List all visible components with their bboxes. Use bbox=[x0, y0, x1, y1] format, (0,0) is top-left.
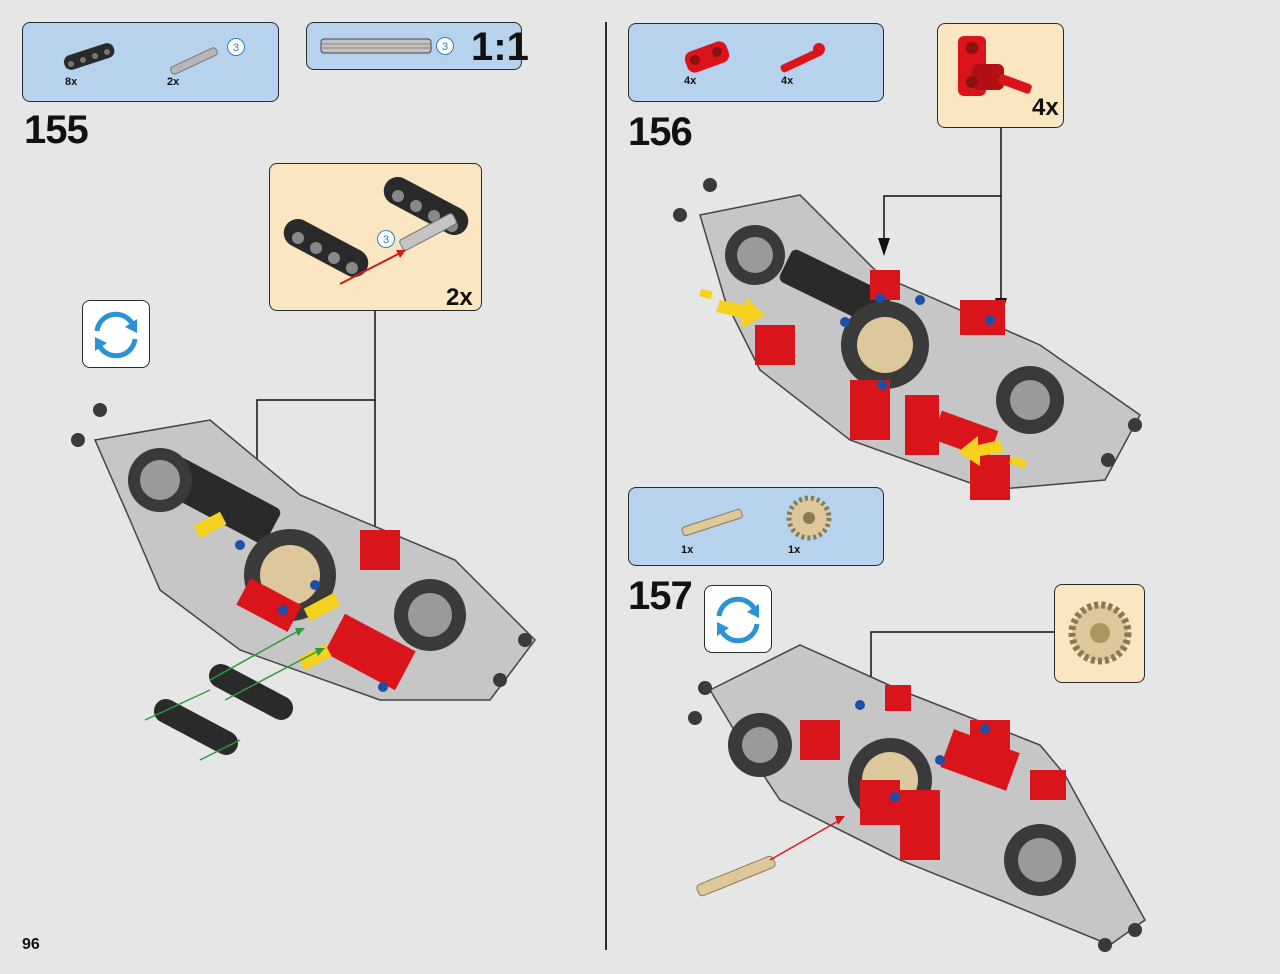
subassembly-156-image bbox=[958, 36, 1032, 96]
tan-axle-part-icon bbox=[681, 508, 743, 537]
parts-list-step-157: 1x 1x bbox=[628, 487, 884, 566]
step-number: 155 bbox=[24, 108, 89, 152]
rotate-icon bbox=[716, 596, 760, 644]
part-qty: 4x bbox=[684, 75, 697, 87]
red-connector-part-icon bbox=[684, 41, 730, 73]
parts-list-156-images bbox=[684, 41, 825, 73]
part-qty: 1x bbox=[681, 544, 694, 556]
beam-part-icon bbox=[283, 218, 369, 278]
parts-list-155-images bbox=[63, 43, 218, 75]
parts-list-step-156: 4x 4x bbox=[628, 23, 884, 102]
rotate-icon bbox=[94, 311, 138, 359]
loose-beam-part bbox=[153, 664, 294, 755]
rotate-model-icon bbox=[82, 300, 150, 368]
length-badge: 3 bbox=[436, 37, 454, 55]
part-qty: 2x bbox=[167, 76, 180, 88]
subassembly-callout-156: 4x bbox=[937, 23, 1064, 128]
scale-label: 1:1 bbox=[471, 25, 529, 69]
scale-box-step-155: 3 1:1 bbox=[306, 22, 529, 70]
loose-axle-part bbox=[696, 855, 776, 897]
part-qty: 4x bbox=[781, 75, 794, 87]
insertion-arrow bbox=[699, 288, 1027, 468]
beam-part-icon bbox=[63, 43, 115, 70]
parts-list-157-images bbox=[681, 495, 832, 541]
step-155-assembly-illustration bbox=[71, 311, 536, 761]
parts-list-step-155: 8x 2x 3 bbox=[22, 22, 279, 102]
subassembly-multiplier: 2x bbox=[446, 284, 473, 311]
axle-assembly bbox=[71, 403, 536, 701]
axle-scale-icon bbox=[320, 38, 432, 54]
step-number: 157 bbox=[628, 574, 693, 618]
part-qty: 8x bbox=[65, 76, 78, 88]
tan-gear-image bbox=[1068, 601, 1132, 665]
red-pin-part-icon bbox=[780, 43, 825, 73]
page-number: 96 bbox=[22, 936, 40, 953]
subassembly-multiplier: 4x bbox=[1032, 94, 1059, 121]
axle-assembly bbox=[688, 644, 1146, 952]
length-badge: 3 bbox=[227, 38, 245, 56]
page-divider bbox=[605, 22, 607, 950]
part-qty: 1x bbox=[788, 544, 801, 556]
length-badge: 3 bbox=[377, 230, 395, 248]
subassembly-callout-157 bbox=[1054, 584, 1145, 683]
axle-assembly bbox=[673, 178, 1142, 500]
tan-gear-part-icon bbox=[786, 495, 832, 541]
subassembly-callout-155: 3 2x bbox=[269, 163, 482, 311]
subassembly-155-image bbox=[283, 176, 469, 285]
step-number: 156 bbox=[628, 110, 693, 154]
axle-part-icon bbox=[170, 47, 218, 75]
rotate-model-icon bbox=[704, 585, 772, 653]
